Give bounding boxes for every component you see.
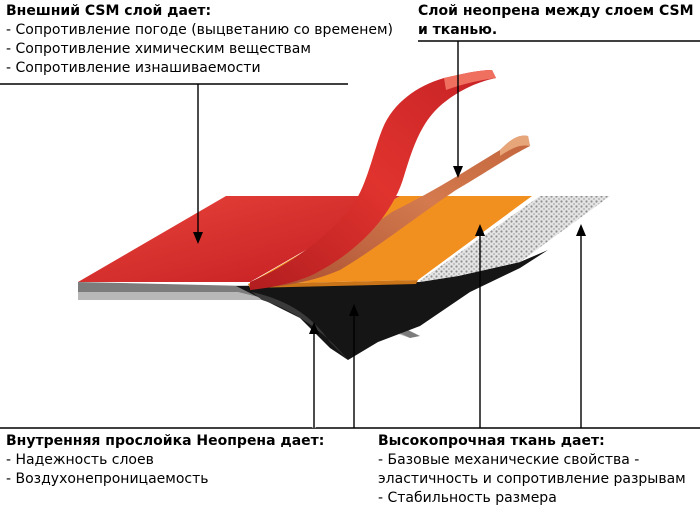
outer-csm-curl [250,70,496,290]
arrow-fabric-upper [475,224,485,428]
neoprene-curl-edge [500,135,530,156]
inner-neoprene-item-airtight: - Воздухонепроницаемость [6,471,209,487]
fabric-item-mechanical: - Базовые механические свойства - [378,452,640,468]
outer-csm-item-wear: - Сопротивление изнашиваемости [6,60,261,76]
fabric-mesh [418,196,610,282]
arrow-inner-neoprene-left [309,322,319,428]
inner-neoprene-item-reliability: - Надежность слоев [6,452,154,468]
outer-csm-item-chemical: - Сопротивление химическим веществам [6,41,311,57]
neoprene-between-callout: Слой неопрена между слоем CSM и тканью. [418,2,700,40]
outer-csm-curl-edge [444,70,496,90]
arrow-neoprene-between [453,41,463,178]
fabric-item-elasticity: эластичность и сопротивление разрывам [378,471,686,487]
fabric-top-edge [248,280,418,288]
fabric-item-stability: - Стабильность размера [378,490,557,506]
arrow-fabric-mesh [576,224,586,428]
fabric-callout: Высокопрочная ткань дает: - Базовые меха… [378,432,700,508]
inner-neoprene-title: Внутренняя прослойка Неопрена дает: [6,433,325,449]
inner-core-fold [252,292,348,360]
inner-neoprene-core [236,250,548,360]
inner-neoprene-callout: Внутренняя прослойка Неопрена дает: - На… [6,432,366,489]
outer-csm-item-weather: - Сопротивление погоде (выцветанию со вр… [6,22,394,38]
arrow-inner-neoprene-right [349,304,359,428]
outer-csm-sheet [78,196,400,282]
neoprene-between-line-2: и тканью. [418,22,498,38]
outer-csm-title: Внешний CSM слой дает: [6,3,212,19]
fabric-title: Высокопрочная ткань дает: [378,433,605,449]
arrow-outer-csm [193,84,203,244]
neoprene-between-line-1: Слой неопрена между слоем CSM [418,3,694,19]
outer-csm-callout: Внешний CSM слой дает: - Сопротивление п… [6,2,426,78]
